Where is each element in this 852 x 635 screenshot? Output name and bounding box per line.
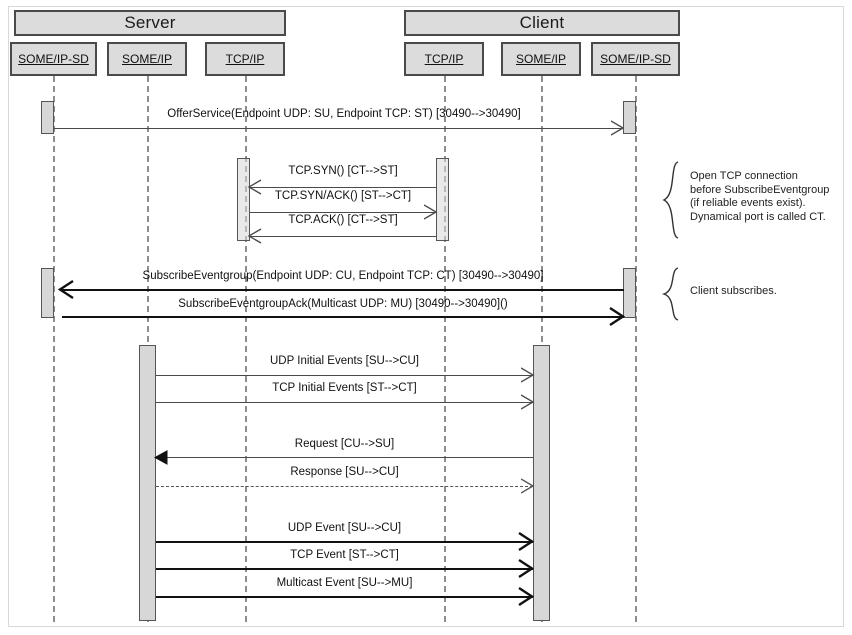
lifeline-header-cli-tcp-label: TCP/IP bbox=[424, 52, 464, 66]
message-arrowhead-m1 bbox=[611, 120, 625, 136]
message-arrowhead-m13 bbox=[518, 587, 534, 606]
group-header-client: Client bbox=[404, 10, 680, 36]
message-line-m4 bbox=[250, 236, 436, 237]
message-line-m12 bbox=[156, 568, 533, 570]
message-arrowhead-m3 bbox=[424, 204, 438, 220]
message-label-m10: Response [SU-->CU] bbox=[290, 466, 399, 478]
note-subscribe-text: Client subscribes. bbox=[690, 285, 777, 297]
message-arrowhead-m10 bbox=[521, 478, 535, 494]
lifeline-header-srv-ip[interactable]: SOME/IP bbox=[107, 42, 187, 76]
lifeline-srv-sd bbox=[53, 76, 55, 622]
message-arrowhead-m5 bbox=[58, 280, 74, 299]
lifeline-header-srv-tcp[interactable]: TCP/IP bbox=[205, 42, 285, 76]
message-label-m9: Request [CU-->SU] bbox=[294, 438, 395, 450]
message-label-m3: TCP.SYN/ACK() [ST-->CT] bbox=[274, 190, 412, 202]
lifeline-cli-tcp bbox=[444, 76, 446, 622]
lifeline-header-cli-ip[interactable]: SOME/IP bbox=[501, 42, 581, 76]
message-line-m6 bbox=[62, 316, 624, 318]
message-label-m7: UDP Initial Events [SU-->CU] bbox=[269, 355, 419, 367]
activation-cli-tcp-handshake bbox=[436, 158, 449, 241]
message-arrowhead-m4 bbox=[248, 228, 262, 244]
group-header-server: Server bbox=[14, 10, 286, 36]
lifeline-header-cli-sd[interactable]: SOME/IP-SD bbox=[591, 42, 680, 76]
message-arrowhead-m2 bbox=[248, 179, 262, 195]
lifeline-srv-tcp bbox=[245, 76, 247, 622]
message-line-m1 bbox=[54, 128, 623, 129]
activation-srv-tcp-handshake bbox=[237, 158, 250, 241]
message-line-m8 bbox=[156, 402, 533, 403]
group-header-client-label: Client bbox=[519, 13, 565, 32]
message-line-m9 bbox=[156, 457, 533, 458]
message-arrowhead-m9 bbox=[154, 450, 168, 465]
message-line-m2 bbox=[250, 187, 436, 188]
lifeline-header-cli-tcp[interactable]: TCP/IP bbox=[404, 42, 484, 76]
note-tcp-text: Open TCP connection before SubscribeEven… bbox=[690, 170, 830, 223]
lifeline-header-cli-ip-label: SOME/IP bbox=[515, 52, 566, 66]
message-label-m13: Multicast Event [SU-->MU] bbox=[276, 577, 413, 589]
group-header-server-label: Server bbox=[124, 13, 176, 32]
message-arrowhead-m7 bbox=[521, 367, 535, 383]
activation-cli-sd-subscribe bbox=[623, 268, 636, 318]
activation-srv-sd-subscribe bbox=[41, 268, 54, 318]
lifeline-header-srv-ip-label: SOME/IP bbox=[121, 52, 172, 66]
message-line-m5 bbox=[62, 289, 624, 291]
lifeline-header-cli-sd-label: SOME/IP-SD bbox=[600, 52, 671, 66]
brace-note-subscribe bbox=[661, 267, 679, 321]
message-label-m4: TCP.ACK() [CT-->ST] bbox=[288, 214, 398, 226]
message-line-m10 bbox=[156, 486, 533, 487]
activation-srv-ip-events bbox=[139, 345, 156, 621]
lifeline-header-srv-sd-label: SOME/IP-SD bbox=[18, 52, 89, 66]
message-arrowhead-m8 bbox=[521, 394, 535, 410]
message-line-m11 bbox=[156, 541, 533, 543]
lifeline-header-srv-sd[interactable]: SOME/IP-SD bbox=[10, 42, 97, 76]
lifeline-cli-sd bbox=[635, 76, 637, 622]
message-line-m3 bbox=[250, 212, 436, 213]
message-line-m7 bbox=[156, 375, 533, 376]
message-label-m12: TCP Event [ST-->CT] bbox=[290, 549, 399, 561]
message-label-m1: OfferService(Endpoint UDP: SU, Endpoint … bbox=[167, 108, 521, 120]
activation-cli-ip-events bbox=[533, 345, 550, 621]
message-line-m13 bbox=[156, 596, 533, 598]
message-label-m5: SubscribeEventgroup(Endpoint UDP: CU, En… bbox=[142, 270, 544, 282]
brace-note-tcp bbox=[662, 161, 679, 239]
message-label-m6: SubscribeEventgroupAck(Multicast UDP: MU… bbox=[178, 298, 508, 310]
message-label-m8: TCP Initial Events [ST-->CT] bbox=[272, 382, 417, 394]
message-label-m2: TCP.SYN() [CT-->ST] bbox=[288, 165, 398, 177]
message-arrowhead-m11 bbox=[518, 532, 534, 551]
message-arrowhead-m12 bbox=[518, 559, 534, 578]
lifeline-header-srv-tcp-label: TCP/IP bbox=[225, 52, 265, 66]
message-label-m11: UDP Event [SU-->CU] bbox=[287, 522, 402, 534]
activation-cli-sd-offer bbox=[623, 101, 636, 134]
message-arrowhead-m6 bbox=[609, 307, 625, 326]
activation-srv-sd-offer bbox=[41, 101, 54, 134]
